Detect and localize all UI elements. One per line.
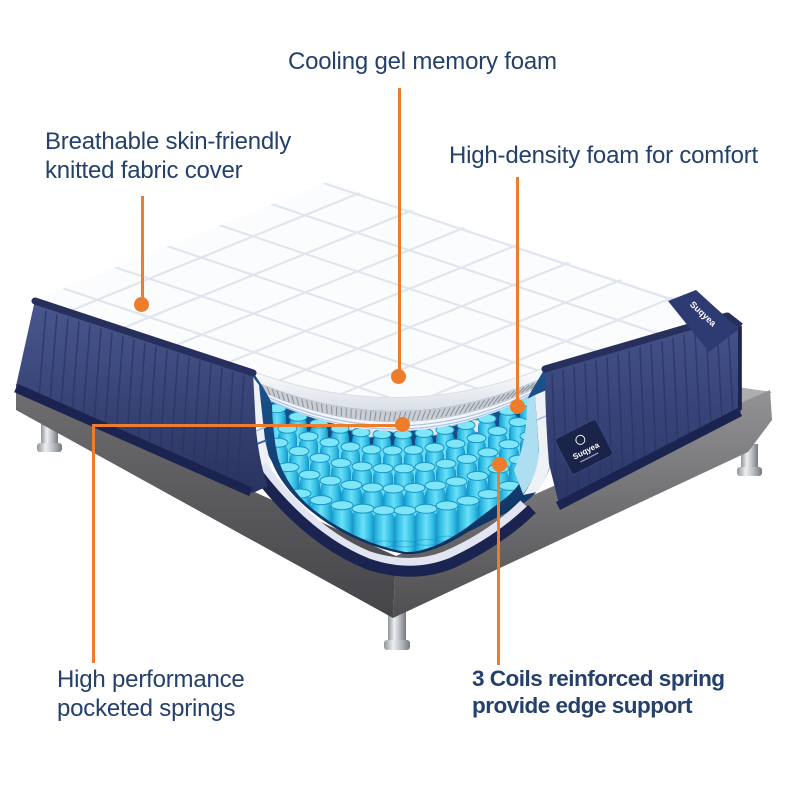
callout-dot-pocketed-springs — [395, 417, 410, 432]
callout-pocketed-springs-line1: High performance — [57, 666, 245, 693]
callout-pocketed-springs-line2: pocketed springs — [57, 695, 236, 723]
callout-line-pocketed-springs-horizontal — [92, 424, 397, 427]
callout-fabric-cover-line2: knitted fabric cover — [45, 157, 243, 185]
foundation-edge — [252, 463, 536, 577]
comfort-foam-layer — [267, 390, 532, 432]
memory-foam-layer — [253, 368, 545, 412]
callout-line-pocketed-springs-vertical — [92, 426, 95, 663]
callout-fabric-cover: Breathable skin-friendly knitted fabric … — [45, 127, 291, 186]
callout-edge-support: 3 Coils reinforced spring provide edge s… — [472, 665, 725, 720]
callout-fabric-cover-line1: Breathable skin-friendly — [45, 128, 291, 155]
callout-line-cooling-gel — [398, 88, 401, 370]
brand-tag: Suqyea — [554, 419, 614, 475]
callout-line-fabric-cover — [141, 196, 144, 298]
callout-edge-support-line2: provide edge support — [472, 693, 693, 719]
callout-high-density-foam: High-density foam for comfort — [449, 141, 758, 170]
callout-dot-edge-support — [492, 457, 507, 472]
callout-dot-cooling-gel — [391, 369, 406, 384]
callout-dot-fabric-cover — [134, 297, 149, 312]
callout-cooling-gel-label: Cooling gel memory foam — [288, 48, 557, 75]
callout-line-edge-support — [497, 471, 500, 665]
callout-high-density-foam-label: High-density foam for comfort — [449, 142, 758, 169]
callout-edge-support-line1: 3 Coils reinforced spring — [472, 666, 725, 691]
callout-dot-high-density-foam — [510, 399, 525, 414]
callout-cooling-gel: Cooling gel memory foam — [288, 47, 557, 76]
callout-line-high-density-foam — [516, 177, 519, 401]
callout-pocketed-springs: High performance pocketed springs — [57, 665, 245, 724]
brand-logo-icon — [575, 434, 586, 445]
cooling-gel-layer — [261, 380, 538, 423]
